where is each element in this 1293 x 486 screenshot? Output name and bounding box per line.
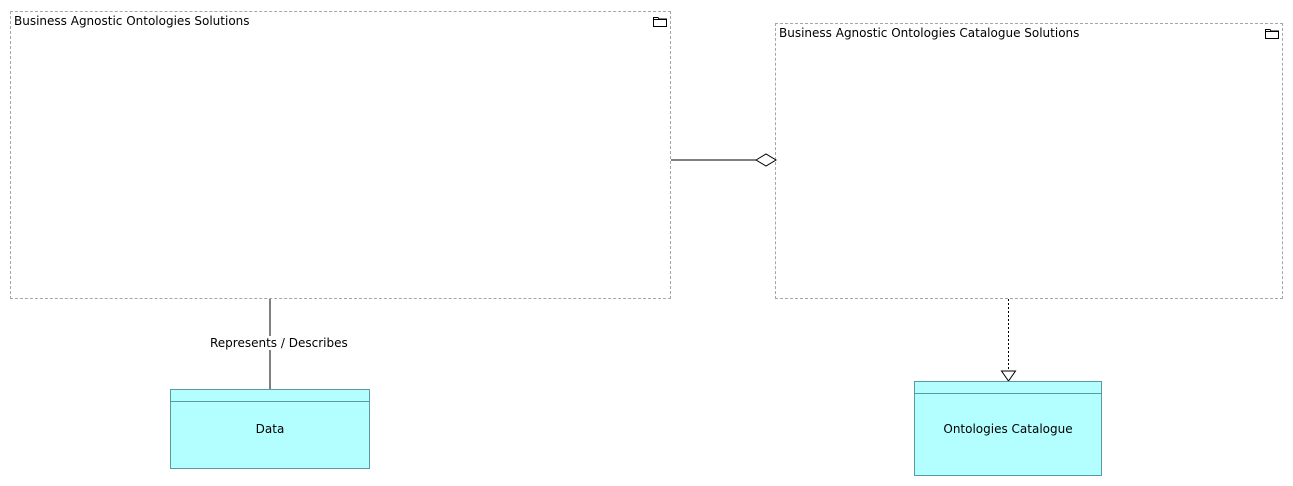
aggregation-connector[interactable]	[671, 153, 777, 167]
object-label: Ontologies Catalogue	[943, 422, 1073, 436]
group-title: Business Agnostic Ontologies Catalogue S…	[779, 26, 1080, 40]
association-label: Represents / Describes	[210, 336, 348, 350]
ontologies-catalogue-object[interactable]: Ontologies Catalogue	[914, 381, 1102, 476]
realization-connector[interactable]	[1000, 299, 1017, 382]
group-business-agnostic-ontologies-catalogue-solutions[interactable]: Business Agnostic Ontologies Catalogue S…	[775, 23, 1283, 299]
group-title: Business Agnostic Ontologies Solutions	[14, 14, 250, 28]
object-header	[915, 382, 1101, 394]
realization-arrowhead-icon	[1000, 370, 1017, 382]
object-header	[171, 390, 369, 402]
aggregation-diamond-icon	[755, 153, 777, 167]
folder-icon	[653, 17, 667, 27]
folder-icon	[1265, 29, 1279, 39]
group-business-agnostic-ontologies-solutions[interactable]: Business Agnostic Ontologies Solutions	[10, 11, 671, 299]
data-object[interactable]: Data	[170, 389, 370, 469]
object-label: Data	[255, 422, 285, 436]
